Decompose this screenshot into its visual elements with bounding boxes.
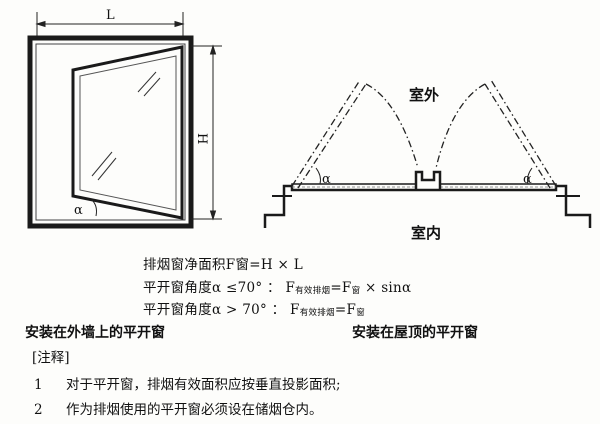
angle-label-right-roof: α (523, 172, 532, 187)
formula-angle-gt70: 平开窗角度α > 70° ： F有效排烟=F窗 (143, 298, 365, 318)
angle-arc-left (315, 167, 321, 185)
formula-le70-f: F (285, 280, 296, 296)
roof-profile (263, 184, 592, 228)
formula-le70-suffix: × sinα (360, 280, 412, 296)
left-sash-open (291, 79, 419, 189)
notes-heading: [注释] (32, 350, 70, 366)
height-label: H (194, 133, 209, 144)
indoor-label: 室内 (411, 224, 441, 242)
formula-le70-prefix: 平开窗角度α ≤70° ： (143, 280, 281, 296)
formula-area: 排烟窗净面积F窗=H × L (143, 257, 304, 273)
formula-le70-mid: =F (330, 280, 352, 296)
note-item-1: 1 对于平开窗，排烟有效面积应按垂直投影面积; (34, 373, 341, 393)
width-label: L (106, 8, 115, 23)
note-text: 对于平开窗，排烟有效面积应按垂直投影面积; (66, 377, 341, 393)
formula-gt70-f: F (290, 302, 300, 318)
note-text: 作为排烟使用的平开窗必须设在储烟仓内。 (66, 402, 323, 418)
open-sash-inner (79, 55, 177, 211)
note-item-2: 2 作为排烟使用的平开窗必须设在储烟仓内。 (34, 398, 323, 418)
outer-window-frame (27, 35, 194, 229)
outdoor-label: 室外 (409, 86, 439, 104)
angle-arc-right (527, 167, 533, 185)
formula-angle-le70: 平开窗角度α ≤70° ： F有效排烟=F窗 × sinα (143, 276, 411, 296)
note-number: 1 (34, 377, 43, 393)
inner-window-frame (35, 43, 186, 221)
angle-label-left: α (74, 203, 83, 218)
formula-gt70-sub: 有效排烟 (299, 308, 335, 318)
formula-gt70-prefix: 平开窗角度α > 70° ： (143, 302, 286, 318)
formula-le70-sub: 有效排烟 (295, 286, 331, 296)
angle-label-left-roof: α (322, 172, 331, 187)
open-sash (71, 45, 184, 220)
glass-hatch (91, 71, 161, 181)
height-dimension (191, 44, 222, 221)
formula-gt70-mid: =F (334, 302, 357, 318)
formula-gt70-sub2: 窗 (356, 308, 365, 318)
caption-wall-window: 安装在外墙上的平开窗 (25, 325, 165, 341)
right-sash-open (435, 79, 557, 189)
caption-roof-window: 安装在屋顶的平开窗 (352, 325, 478, 341)
formula-le70-sub2: 窗 (351, 286, 361, 296)
note-number: 2 (34, 402, 43, 418)
width-dimension (35, 12, 185, 38)
angle-arc (91, 199, 97, 217)
center-mullion (414, 170, 442, 190)
